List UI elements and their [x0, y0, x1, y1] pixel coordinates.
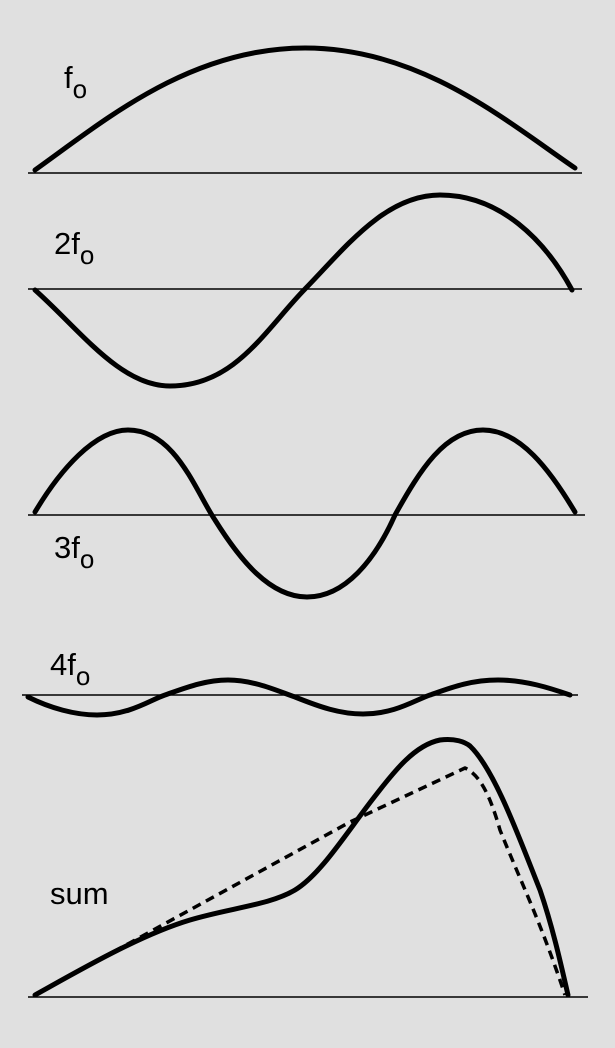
sum-wave — [32, 737, 571, 998]
fourth-harmonic-label-sub: o — [76, 661, 90, 691]
sawtooth-target-curve — [34, 766, 567, 997]
third-harmonic-wave — [32, 427, 578, 600]
sum-label: sum — [50, 876, 109, 911]
third-harmonic-label: 3fo — [54, 530, 94, 574]
second-harmonic-label: 2fo — [54, 226, 94, 270]
fundamental-label-main: f — [64, 60, 73, 95]
third-harmonic-label-sub: o — [80, 544, 94, 574]
second-harmonic-label-main: 2f — [54, 226, 80, 261]
fourth-harmonic-label-main: 4f — [50, 647, 76, 682]
fundamental-panel: fo — [28, 45, 582, 174]
fundamental-label-sub: o — [73, 74, 87, 104]
second-harmonic-wave — [32, 192, 575, 389]
fourth-harmonic-wave — [25, 677, 573, 718]
fundamental-wave — [32, 45, 578, 173]
sum-panel: sum — [28, 737, 588, 998]
fourth-harmonic-panel: 4fo — [22, 647, 578, 718]
second-harmonic-label-sub: o — [80, 240, 94, 270]
third-harmonic-panel: 3fo — [28, 427, 585, 600]
fourth-harmonic-label: 4fo — [50, 647, 90, 691]
third-harmonic-label-main: 3f — [54, 530, 80, 565]
fundamental-label: fo — [64, 60, 87, 104]
second-harmonic-panel: 2fo — [28, 192, 582, 389]
